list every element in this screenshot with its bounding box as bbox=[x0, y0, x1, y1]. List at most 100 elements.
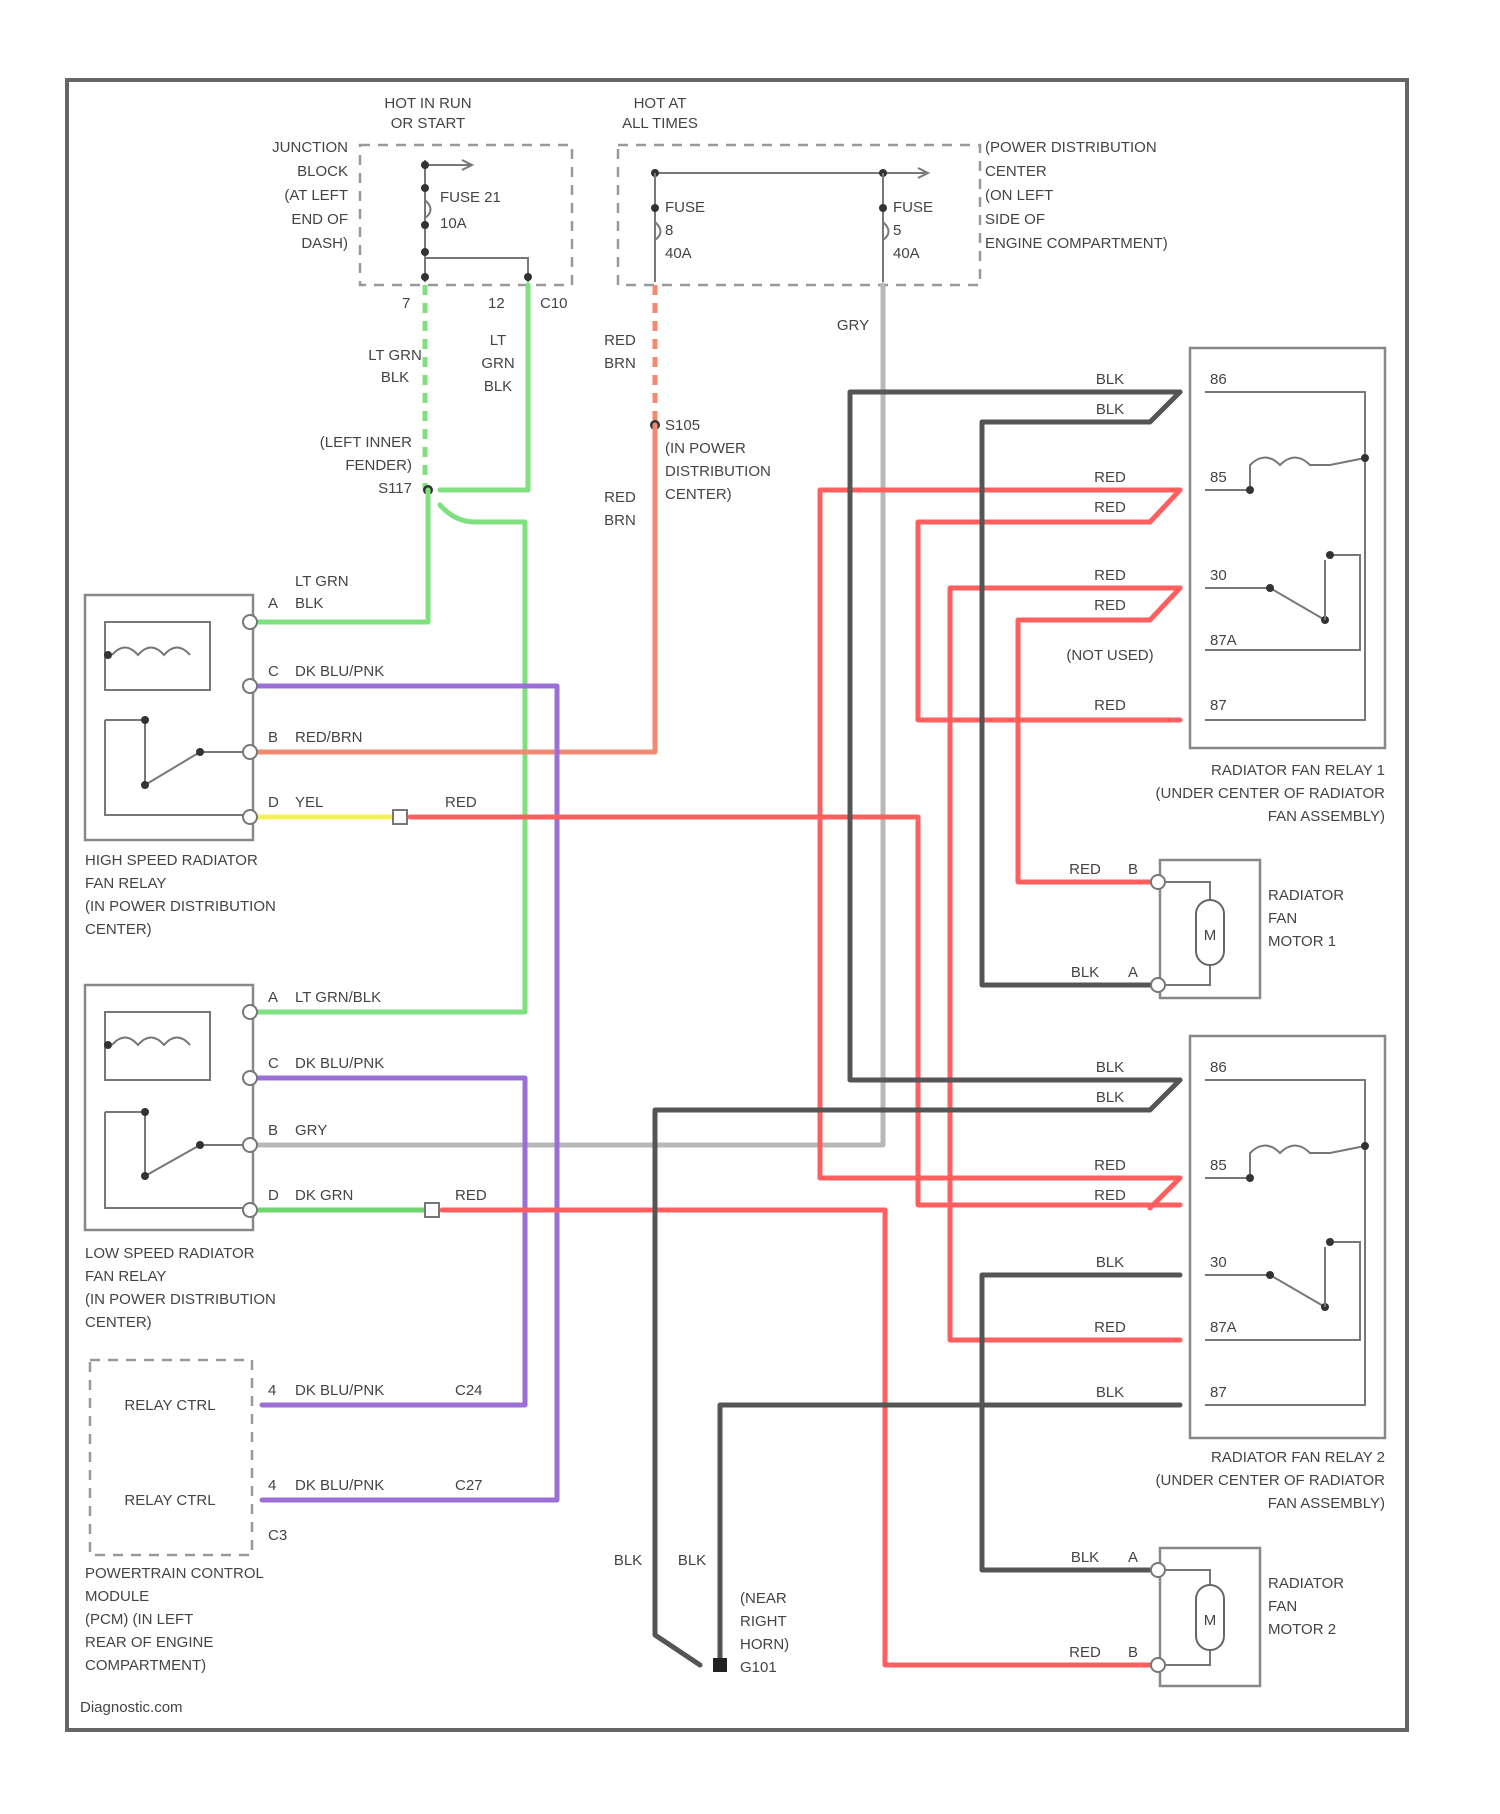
diagram-line bbox=[105, 1112, 250, 1208]
diagram-label: 5 bbox=[893, 222, 901, 239]
diagram-line bbox=[1205, 1146, 1365, 1179]
connector-pin bbox=[243, 810, 257, 824]
diagram-label: (PCM) (IN LEFT bbox=[85, 1611, 193, 1628]
junction-dot bbox=[421, 161, 429, 169]
diagram-label: C bbox=[268, 663, 279, 680]
jb-pin-c10: C10 bbox=[540, 295, 568, 312]
diagram-line bbox=[425, 160, 472, 170]
diagram-label: FAN bbox=[1268, 910, 1297, 927]
high-speed-relay: A LT GRN BLK C DK BLU/PNK B RED/BRN D YE… bbox=[85, 573, 477, 938]
junction-dot bbox=[196, 748, 204, 756]
junction-dot bbox=[1246, 1174, 1254, 1182]
junction-dot bbox=[141, 1108, 149, 1116]
diagram-label: LT GRN bbox=[368, 347, 422, 364]
junction-dot bbox=[421, 273, 429, 281]
diagram-line bbox=[1205, 1275, 1325, 1307]
diagram-label: FAN ASSEMBLY) bbox=[1268, 808, 1385, 825]
diagram-label: RELAY CTRL bbox=[124, 1492, 215, 1509]
diagram-label: 10A bbox=[440, 215, 467, 232]
diagram-label: RED bbox=[1094, 567, 1126, 584]
connector-pin bbox=[243, 745, 257, 759]
diagram-line bbox=[1190, 348, 1385, 748]
diagram-label: BRN bbox=[604, 355, 636, 372]
connector-pin bbox=[243, 1005, 257, 1019]
diagram-line bbox=[655, 173, 883, 282]
diagram-line bbox=[105, 1012, 210, 1080]
wire-red-r1-85 bbox=[820, 490, 1180, 1178]
diagram-label: A bbox=[268, 989, 278, 1006]
diagram-label: D bbox=[268, 794, 279, 811]
diagram-label: FAN bbox=[1268, 1598, 1297, 1615]
diagram-label: DK BLU/PNK bbox=[295, 1477, 384, 1494]
diagram-label: C bbox=[268, 1055, 279, 1072]
diagram-line bbox=[1205, 458, 1365, 491]
diagram-label: 30 bbox=[1210, 1254, 1227, 1271]
diagram-label: ALL TIMES bbox=[622, 115, 698, 132]
diagram-label: (NOT USED) bbox=[1066, 647, 1153, 664]
center-wire-labels: LT GRN BLK LT GRN BLK RED BRN RED BRN GR… bbox=[320, 317, 869, 529]
connector-pin bbox=[1151, 978, 1165, 992]
diagram-label: OR START bbox=[391, 115, 465, 132]
wire-gry bbox=[258, 285, 883, 1145]
diagram-label: MOTOR 1 bbox=[1268, 933, 1336, 950]
diagram-label: 40A bbox=[665, 245, 692, 262]
diagram-label: RED bbox=[1094, 1319, 1126, 1336]
diagram-label: 87A bbox=[1210, 1319, 1237, 1336]
junction-dot bbox=[104, 651, 112, 659]
diagram-label: BLK bbox=[1096, 1254, 1124, 1271]
diagram-label: CENTER bbox=[985, 163, 1047, 180]
diagram-label: BLK bbox=[678, 1552, 706, 1569]
junction-block: HOT IN RUN OR START JUNCTION BLOCK (AT L… bbox=[272, 95, 572, 312]
diagram-label: RED bbox=[1094, 469, 1126, 486]
diagram-label: END OF bbox=[291, 211, 348, 228]
diagram-label: (IN POWER bbox=[665, 440, 746, 457]
diagram-label: BLK bbox=[381, 369, 409, 386]
diagram-label: BLK bbox=[295, 595, 323, 612]
diagram-label: M bbox=[1204, 1612, 1217, 1629]
diagram-label: 40A bbox=[893, 245, 920, 262]
diagram-label: 4 bbox=[268, 1477, 276, 1494]
wire-blk-r1-86b bbox=[982, 392, 1180, 985]
diagram-label: BLK bbox=[614, 1552, 642, 1569]
pcm-caption: POWERTRAIN CONTROL bbox=[85, 1565, 264, 1582]
diagram-label: 8 bbox=[665, 222, 673, 239]
diagram-label: BLK bbox=[1096, 1059, 1124, 1076]
diagram-label: GRY bbox=[837, 317, 869, 334]
junction-dot bbox=[196, 1141, 204, 1149]
diagram-line bbox=[112, 1038, 190, 1046]
diagram-label: G101 bbox=[740, 1659, 777, 1676]
watermark: Diagnostic.com bbox=[80, 1699, 183, 1716]
diagram-label: DK BLU/PNK bbox=[295, 1055, 384, 1072]
diagram-label: FAN RELAY bbox=[85, 1268, 166, 1285]
diagram-line bbox=[85, 595, 253, 840]
diagram-label: LT GRN bbox=[295, 573, 349, 590]
relay2-caption: RADIATOR FAN RELAY 2 bbox=[1211, 1449, 1385, 1466]
diagram-label: BLK bbox=[1096, 401, 1124, 418]
diagram-label: BLK bbox=[484, 378, 512, 395]
diagram-line bbox=[105, 622, 210, 690]
diagram-line bbox=[655, 222, 889, 240]
hot-in-run-label: HOT IN RUN bbox=[384, 95, 471, 112]
power-distribution-center: HOT AT ALL TIMES FUSE 8 40A FUSE 5 40A (… bbox=[618, 95, 1168, 285]
diagram-label: 86 bbox=[1210, 1059, 1227, 1076]
diagram-label: 85 bbox=[1210, 469, 1227, 486]
diagram-label: DISTRIBUTION bbox=[665, 463, 771, 480]
junction-dot bbox=[651, 204, 659, 212]
wire-red-r1-30b bbox=[1018, 588, 1180, 882]
diagram-label: (IN POWER DISTRIBUTION bbox=[85, 1291, 276, 1308]
diagram-label: FAN RELAY bbox=[85, 875, 166, 892]
diagram-label: DK BLU/PNK bbox=[295, 1382, 384, 1399]
diagram-label: RED bbox=[1094, 697, 1126, 714]
diagram-line bbox=[1205, 588, 1325, 620]
connector-pin bbox=[393, 810, 407, 824]
diagram-label: C27 bbox=[455, 1477, 483, 1494]
diagram-label: BRN bbox=[604, 512, 636, 529]
diagram-label: REAR OF ENGINE bbox=[85, 1634, 213, 1651]
diagram-label: C24 bbox=[455, 1382, 483, 1399]
diagram-label: FAN ASSEMBLY) bbox=[1268, 1495, 1385, 1512]
junction-dot bbox=[421, 221, 429, 229]
diagram-label: (UNDER CENTER OF RADIATOR bbox=[1156, 785, 1386, 802]
diagram-label: 86 bbox=[1210, 371, 1227, 388]
diagram-label: RIGHT bbox=[740, 1613, 787, 1630]
junction-dot bbox=[1326, 551, 1334, 559]
